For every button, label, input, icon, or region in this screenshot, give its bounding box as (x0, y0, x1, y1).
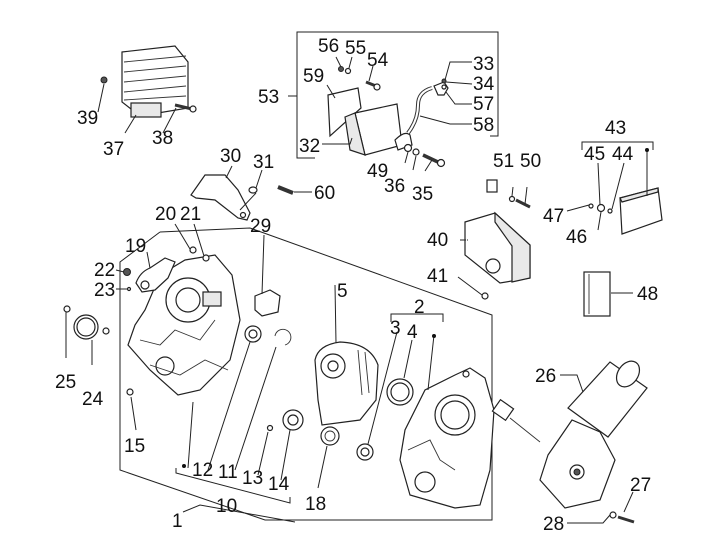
callout-4: 4 (407, 322, 418, 343)
callout-48: 48 (637, 284, 658, 305)
callout-47: 47 (543, 206, 564, 227)
pin-13 (266, 424, 274, 432)
callout-41: 41 (427, 266, 448, 287)
callout-55: 55 (345, 38, 366, 59)
bracket-30 (190, 174, 251, 221)
bracket-10 (175, 468, 291, 504)
callout-5: 5 (337, 281, 348, 302)
small-parts-53 (338, 66, 447, 168)
callout-33: 33 (473, 54, 494, 75)
screw-27-washer-28 (609, 511, 635, 524)
bracket-19 (135, 257, 176, 293)
callout-28: 28 (543, 514, 564, 535)
callout-54: 54 (367, 50, 389, 71)
gear-18 (320, 426, 340, 446)
callout-36: 36 (384, 176, 405, 197)
callout-53: 53 (258, 87, 279, 108)
callout-22: 22 (94, 260, 115, 281)
module-43 (619, 187, 663, 235)
callout-27: 27 (630, 475, 651, 496)
callout-43: 43 (605, 118, 626, 139)
callout-40: 40 (427, 230, 448, 251)
callout-18: 18 (305, 494, 326, 515)
connector-26 (491, 398, 541, 443)
callout-39: 39 (77, 108, 98, 129)
callout-34: 34 (473, 74, 495, 95)
screw-38 (174, 103, 197, 113)
callout-23: 23 (94, 280, 115, 301)
callout-26: 26 (535, 366, 556, 387)
callout-1: 1 (172, 511, 183, 532)
callout-45: 45 (584, 144, 605, 165)
crankcase-left-1 (127, 254, 241, 396)
callout-59: 59 (303, 66, 324, 87)
nut-39 (100, 76, 108, 84)
bracket-2 (390, 313, 444, 322)
callout-37: 37 (103, 139, 124, 160)
seal-3 (356, 443, 374, 461)
callout-46: 46 (566, 227, 587, 248)
crankcase-right-2 (399, 367, 495, 509)
cover-48 (583, 271, 611, 317)
callout-12: 12 (192, 460, 213, 481)
callout-24: 24 (82, 389, 104, 410)
callout-21: 21 (180, 204, 201, 225)
callout-58: 58 (473, 115, 494, 136)
washer-23 (126, 286, 132, 292)
callout-49: 49 (367, 161, 388, 182)
screw-15 (126, 388, 134, 396)
voltage-regulator-part (121, 45, 189, 118)
screw-25 (63, 305, 71, 313)
callout-56: 56 (318, 36, 339, 57)
gear-unit-5 (314, 341, 379, 426)
screw-60 (277, 185, 294, 195)
screw-41 (481, 292, 489, 300)
callout-31: 31 (253, 152, 274, 173)
callout-2: 2 (414, 297, 425, 318)
callout-labels: 1 2 3 4 5 10 11 12 13 14 15 18 19 20 21 … (55, 36, 658, 535)
washers-44-47 (588, 203, 613, 214)
callout-19: 19 (125, 236, 146, 257)
bracket-43 (581, 141, 654, 150)
callout-29: 29 (250, 216, 271, 237)
callout-32: 32 (299, 136, 320, 157)
callout-3: 3 (390, 318, 401, 339)
bullet-dots (182, 148, 649, 468)
callout-25: 25 (55, 372, 76, 393)
callout-13: 13 (242, 468, 263, 489)
ecu-40 (464, 211, 531, 284)
callout-15: 15 (124, 436, 145, 457)
plate-59 (327, 87, 362, 138)
callout-14: 14 (268, 474, 290, 495)
tube-58 (406, 86, 433, 135)
callout-44: 44 (612, 144, 634, 165)
callout-50: 50 (520, 151, 541, 172)
callout-51: 51 (493, 151, 514, 172)
circlip-11 (274, 328, 292, 346)
seal-12 (244, 325, 262, 343)
seal-4 (386, 378, 414, 406)
callout-60: 60 (314, 183, 335, 204)
starter-motor-26 (539, 360, 648, 509)
rubber-29 (254, 289, 281, 317)
callout-38: 38 (152, 128, 173, 149)
callout-10: 10 (216, 496, 237, 517)
leader-lines (65, 56, 648, 524)
callout-35: 35 (412, 184, 433, 205)
callout-11: 11 (218, 462, 238, 483)
group-frame-1 (119, 227, 493, 521)
pin-31 (248, 186, 258, 194)
callout-30: 30 (220, 146, 241, 167)
callout-57: 57 (473, 94, 494, 115)
bearing-14 (282, 409, 304, 431)
callout-20: 20 (155, 204, 176, 225)
nut-22 (123, 268, 131, 276)
bolts-20-21 (189, 246, 210, 262)
connector-51-50 (486, 179, 531, 209)
seal-24 (73, 314, 110, 340)
group-frame-53 (296, 31, 499, 159)
